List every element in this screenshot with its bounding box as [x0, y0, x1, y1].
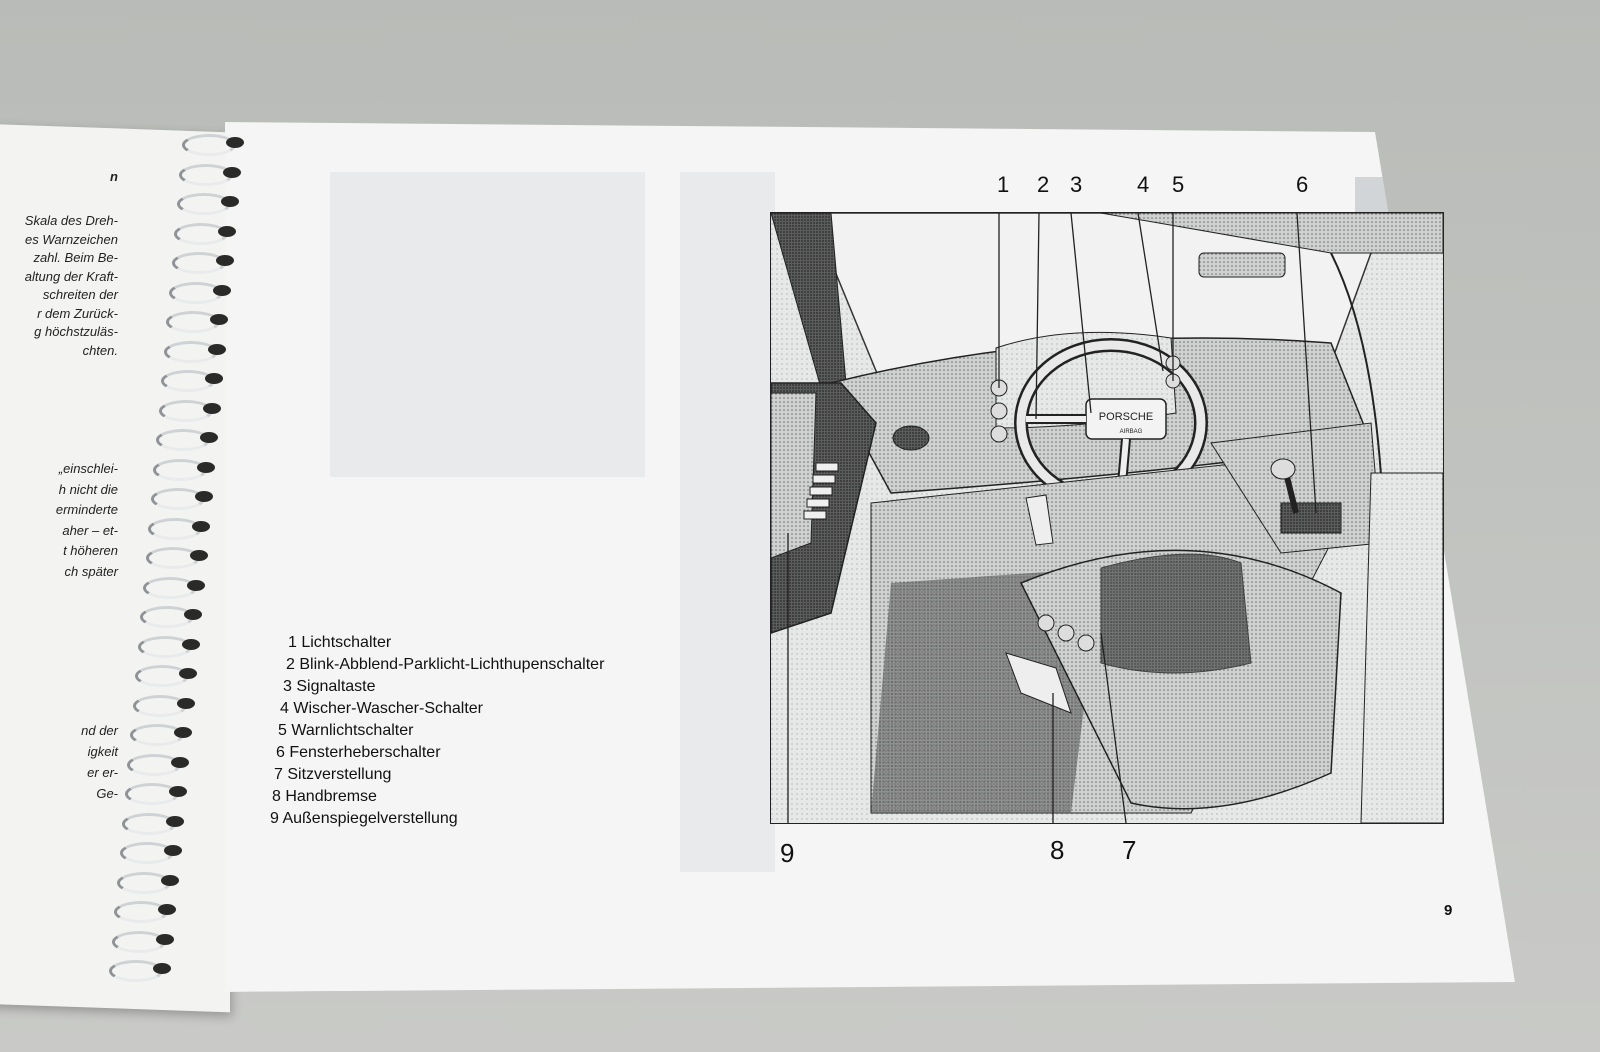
- left-text-line: chten.: [82, 342, 118, 358]
- left-text-line: erminderte: [55, 502, 118, 517]
- legend-item: 9 Außenspiegelverstellung: [270, 810, 458, 827]
- left-text-line: r dem Zurück-: [37, 305, 118, 321]
- punch-hole: [153, 963, 172, 974]
- legend-item: 3 Signaltaste: [283, 678, 376, 695]
- left-text-line: er er-: [87, 765, 118, 780]
- punch-hole: [213, 284, 231, 296]
- left-text-line: nd der: [81, 723, 118, 738]
- left-text-line: igkeit: [87, 744, 118, 759]
- left-text-line: zahl. Beim Be-: [33, 250, 118, 265]
- callout-number: 8: [1050, 835, 1065, 865]
- legend-item: 5 Warnlichtschalter: [278, 722, 414, 739]
- callout-number: 6: [1296, 172, 1309, 197]
- left-text-line: schreiten der: [42, 287, 118, 302]
- callout-number: 2: [1037, 172, 1050, 197]
- punch-hole: [210, 314, 229, 325]
- left-text-line: g höchstzuläs-: [34, 324, 118, 339]
- punch-hole: [166, 815, 185, 827]
- punch-hole: [192, 520, 211, 532]
- left-text-line: ch später: [64, 563, 118, 579]
- left-text-line: es Warnzeichen: [25, 231, 118, 247]
- punch-hole: [184, 609, 203, 620]
- legend-item: 1 Lichtschalter: [288, 634, 392, 651]
- parts-legend: 1 Lichtschalter 2 Blink-Abblend-Parklich…: [268, 632, 604, 830]
- legend-item: 2 Blink-Abblend-Parklicht-Lichthupenscha…: [286, 656, 605, 673]
- punch-hole: [200, 432, 218, 443]
- left-text-line: „einschlei-: [58, 461, 118, 476]
- punch-hole: [189, 550, 208, 561]
- legend-item: 7 Sitzverstellung: [274, 766, 392, 783]
- punch-hole: [220, 196, 239, 207]
- punch-hole: [161, 874, 179, 886]
- punch-hole: [176, 697, 195, 709]
- airbag-label: AIRBAG: [1120, 429, 1143, 435]
- left-text-line: Skala des Dreh-: [24, 213, 118, 228]
- page-number: 9: [1444, 902, 1453, 919]
- legend-item: 8 Handbremse: [272, 788, 377, 805]
- punch-hole: [197, 461, 216, 473]
- show-through-column: [680, 172, 775, 872]
- left-text-line: aher – et-: [62, 522, 118, 538]
- punch-hole: [155, 933, 174, 945]
- callout-number: 7: [1122, 835, 1137, 865]
- cockpit-illustration: PORSCHE AIRBAG: [770, 212, 1444, 824]
- callout-number: 4: [1137, 172, 1150, 197]
- punch-hole: [174, 727, 192, 738]
- punch-hole: [205, 373, 224, 384]
- punch-hole: [168, 786, 187, 797]
- punch-hole: [226, 137, 244, 148]
- callout-number: 3: [1070, 172, 1083, 197]
- punch-hole: [187, 579, 205, 591]
- punch-hole: [207, 343, 226, 355]
- punch-hole: [223, 166, 242, 178]
- callout-number: 9: [780, 838, 795, 868]
- legend-item: 6 Fensterheberschalter: [276, 744, 441, 761]
- legend-item: 4 Wischer-Wascher-Schalter: [280, 700, 484, 717]
- punch-hole: [158, 904, 177, 915]
- punch-hole: [202, 402, 221, 414]
- left-heading-fragment: n: [110, 169, 118, 184]
- show-through-block: [330, 172, 645, 477]
- punch-hole: [215, 255, 234, 266]
- left-text-line: h nicht die: [58, 481, 118, 497]
- left-text-line: t höheren: [63, 543, 118, 558]
- punch-hole: [171, 756, 190, 768]
- punch-hole: [179, 668, 198, 679]
- callout-number: 1: [997, 172, 1010, 197]
- punch-hole: [163, 845, 182, 856]
- spiral-binding: [90, 128, 270, 988]
- steering-badge: PORSCHE: [1099, 411, 1153, 423]
- left-text-line: Ge-: [96, 786, 118, 801]
- punch-hole: [181, 638, 200, 650]
- cockpit-drawing: PORSCHE AIRBAG: [771, 213, 1443, 823]
- left-text-line: altung der Kraft-: [24, 268, 118, 284]
- punch-hole: [218, 225, 237, 237]
- punch-hole: [194, 491, 213, 502]
- callout-number: 5: [1172, 172, 1185, 197]
